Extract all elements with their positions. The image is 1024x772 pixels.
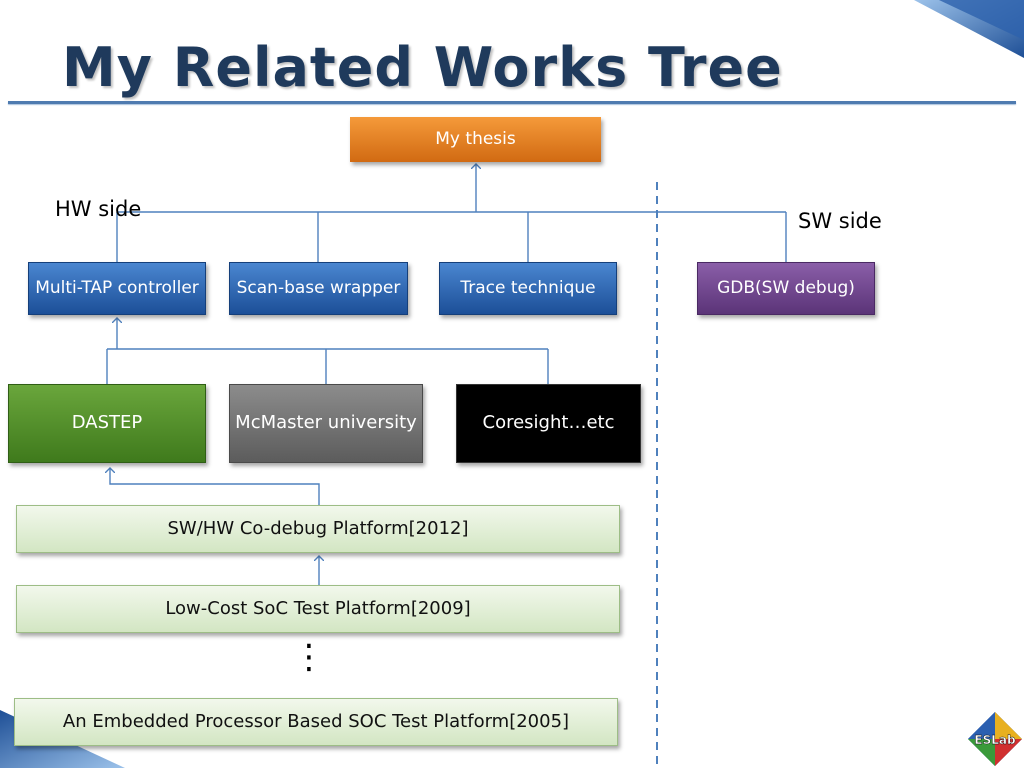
svg-text:ESLab: ESLab (974, 733, 1016, 747)
sw-side-label: SW side (798, 209, 882, 233)
node-multi-tap-controller: Multi-TAP controller (28, 262, 206, 315)
title-divider (8, 101, 1016, 104)
corner-decoration-top-right (914, 0, 1024, 58)
node-trace-technique: Trace technique (439, 262, 617, 315)
arrow-to-dastep (110, 468, 320, 505)
node-scan-base-wrapper: Scan-base wrapper (229, 262, 408, 315)
slide-title: My Related Works Tree (62, 36, 783, 99)
node-embedded-processor-platform-2005: An Embedded Processor Based SOC Test Pla… (14, 698, 618, 746)
node-mcmaster-university: McMaster university (229, 384, 423, 463)
vertical-ellipsis: ⋮ (292, 637, 326, 677)
hw-side-label: HW side (55, 197, 142, 221)
node-codebug-platform-2012: SW/HW Co-debug Platform[2012] (16, 505, 620, 553)
node-lowcost-soc-platform-2009: Low-Cost SoC Test Platform[2009] (16, 585, 620, 633)
node-gdb-sw-debug: GDB(SW debug) (697, 262, 875, 315)
node-my-thesis: My thesis (350, 117, 601, 162)
node-coresight: Coresight…etc (456, 384, 641, 463)
node-dastep: DASTEP (8, 384, 206, 463)
eslab-logo: ESLab (966, 710, 1024, 768)
